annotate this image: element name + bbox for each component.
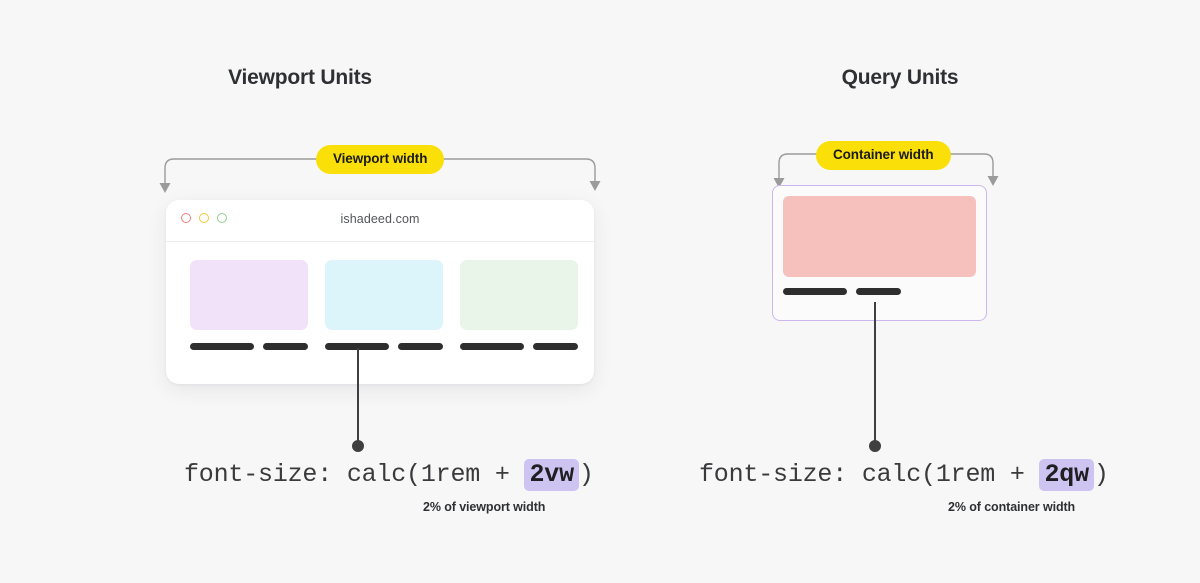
code-snippet-query: font-size: calc(1rem + 2qw): [699, 459, 1109, 491]
thumbnail-cyan: [325, 260, 443, 330]
panel-title-query-units: Query Units: [841, 66, 959, 89]
traffic-light-dots: [181, 213, 227, 223]
code-snippet-viewport: font-size: calc(1rem + 2vw): [184, 459, 594, 491]
text-bar-group: [325, 343, 443, 350]
text-bar-group: [460, 343, 578, 350]
viewport-width-pill: Viewport width: [316, 145, 445, 174]
callout-connector-dot: [352, 440, 364, 452]
callout-connector-dot: [869, 440, 881, 452]
text-bar-group: [190, 343, 308, 350]
thumbnail-purple: [190, 260, 308, 330]
browser-content: [166, 242, 594, 384]
text-bar: [533, 343, 578, 350]
content-column: [190, 260, 308, 384]
text-bar: [783, 288, 847, 295]
text-bar: [263, 343, 308, 350]
text-bar: [856, 288, 901, 295]
code-caption-query: 2% of container width: [948, 500, 1076, 514]
panel-query-units: Query Units Container width font-size: c…: [600, 0, 1200, 583]
code-suffix: ): [1093, 460, 1109, 489]
code-unit-badge: 2vw: [524, 459, 579, 491]
text-bar: [398, 343, 443, 350]
code-suffix: ): [578, 460, 594, 489]
code-prefix: font-size: calc(1rem +: [184, 460, 525, 489]
panel-viewport-units: Viewport Units Viewport width ishadeed.c…: [159, 66, 601, 514]
browser-titlebar: ishadeed.com: [166, 200, 594, 242]
text-bar-group: [783, 288, 976, 295]
maximize-dot-icon[interactable]: [217, 213, 227, 223]
code-unit-badge: 2qw: [1039, 459, 1094, 491]
content-column: [325, 260, 443, 384]
callout-connector-line: [357, 348, 359, 444]
callout-connector-line: [874, 302, 876, 444]
content-column: [460, 260, 578, 384]
close-dot-icon[interactable]: [181, 213, 191, 223]
minimize-dot-icon[interactable]: [199, 213, 209, 223]
address-bar-url[interactable]: ishadeed.com: [340, 212, 420, 226]
text-bar: [460, 343, 524, 350]
text-bar: [190, 343, 254, 350]
browser-window-mock: ishadeed.com: [166, 200, 594, 384]
container-card-mock: [772, 185, 987, 321]
code-prefix: font-size: calc(1rem +: [699, 460, 1040, 489]
panel-title-viewport-units: Viewport Units: [228, 66, 372, 89]
container-width-pill: Container width: [816, 141, 951, 170]
text-bar: [325, 343, 389, 350]
thumbnail-green: [460, 260, 578, 330]
code-caption-viewport: 2% of viewport width: [423, 500, 546, 514]
thumbnail-pink: [783, 196, 976, 277]
